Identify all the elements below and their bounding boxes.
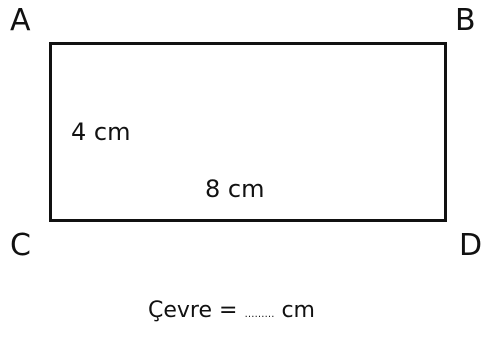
side-height-label: 4 cm: [71, 118, 131, 146]
rectangle-shape: [49, 42, 447, 222]
answer-blank[interactable]: ………: [244, 309, 275, 320]
side-width-label: 8 cm: [205, 175, 265, 203]
vertex-b-label: B: [455, 3, 476, 38]
perimeter-unit: cm: [281, 298, 315, 323]
vertex-a-label: A: [10, 3, 31, 38]
perimeter-label: Çevre: [148, 298, 213, 323]
vertex-d-label: D: [459, 228, 483, 263]
equals-sign: =: [219, 298, 238, 323]
perimeter-question: Çevre = ……… cm: [148, 300, 315, 322]
vertex-c-label: C: [10, 228, 31, 263]
